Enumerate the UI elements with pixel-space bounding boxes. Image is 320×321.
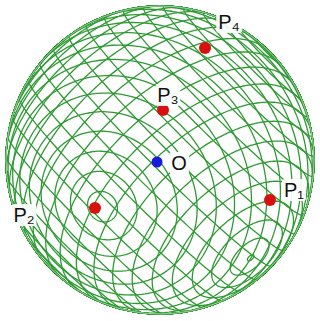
grid-curve	[6, 6, 314, 314]
grid-curve	[104, 6, 314, 215]
grid-curve	[6, 6, 270, 261]
grid-curve	[6, 6, 314, 314]
sphere-grid	[6, 6, 314, 314]
grid-curve	[6, 6, 314, 314]
grid-curve	[28, 6, 314, 291]
grid-curve	[123, 6, 314, 196]
grid-curve	[240, 29, 291, 80]
grid-curve	[6, 6, 314, 314]
grid-curve	[6, 6, 314, 314]
grid-curve	[6, 6, 314, 314]
grid-curve	[20, 93, 217, 295]
grid-curve	[6, 33, 280, 314]
center-label: O	[169, 152, 189, 174]
grid-curve	[6, 6, 187, 175]
grid-curve	[13, 75, 235, 303]
grid-curve	[6, 6, 314, 314]
grid-curve	[6, 6, 314, 314]
grid-curve	[6, 6, 312, 310]
grid-curve	[6, 6, 314, 314]
grid-curve	[6, 6, 314, 314]
grid-curve	[6, 6, 297, 291]
grid-curve	[6, 6, 314, 314]
grid-curve	[40, 6, 314, 280]
point-label: P₁	[282, 179, 306, 201]
grid-curve	[6, 6, 314, 314]
point-marker	[89, 202, 101, 214]
center-point	[152, 157, 163, 168]
grid-curve	[6, 6, 314, 314]
grid-curve	[6, 6, 314, 314]
grid-curve	[6, 6, 314, 314]
grid-curve	[6, 6, 314, 314]
grid-curve	[6, 6, 232, 222]
grid-curve	[6, 6, 252, 243]
point-label: P₂	[11, 204, 36, 226]
point-label: P₄	[216, 11, 242, 33]
grid-curve	[143, 6, 314, 176]
grid-curve	[69, 6, 314, 251]
grid-curve	[6, 6, 314, 314]
grid-curve	[6, 6, 314, 314]
grid-curve	[6, 6, 314, 314]
grid-curve	[6, 6, 314, 314]
grid-curve	[6, 6, 312, 314]
grid-curve	[6, 6, 314, 314]
point-label: P₃	[155, 84, 180, 106]
grid-curve	[6, 6, 314, 314]
grid-curve	[6, 6, 314, 314]
point-marker	[264, 194, 276, 206]
point-marker	[199, 42, 211, 54]
grid-curve	[183, 8, 312, 136]
sphere-outline	[6, 6, 314, 314]
grid-curve	[6, 6, 314, 314]
grid-curve	[6, 6, 314, 314]
grid-curve	[29, 112, 197, 284]
